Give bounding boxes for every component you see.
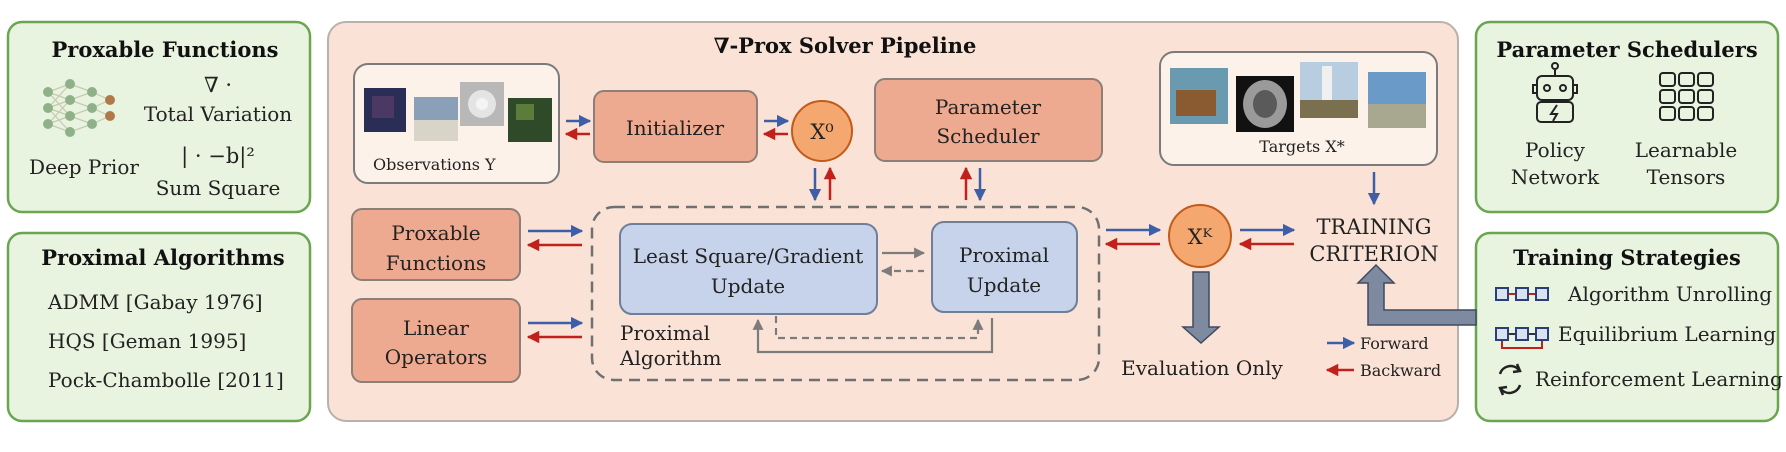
algorithm-item: HQS [Geman 1995] [48,329,246,353]
linear-label-line2: Operators [385,345,487,369]
least-square-box[interactable]: Least Square/Gradient Update [619,223,878,315]
training-criterion-line2: CRITERION [1309,242,1438,266]
xk-node: Xᴷ [1168,204,1232,268]
xk-label: Xᴷ [1188,225,1214,249]
training-criterion-line1: TRAINING [1316,215,1431,239]
pipeline-title: ∇-Prox Solver Pipeline [714,33,977,58]
proxable-label-line1: Proxable [391,221,480,245]
linear-operators-box[interactable]: Linear Operators [351,298,521,383]
observations-box: Observations Y [353,63,560,184]
initializer-box[interactable]: Initializer [593,90,758,163]
panel-training-strategies: Training Strategies Algorithm Unrolling … [1474,231,1783,423]
legend: Forward Backward [1325,334,1441,380]
tensors-icon [1659,72,1714,121]
algorithm-item: ADMM [Gabay 1976] [47,290,263,314]
x0-node: X⁰ [791,100,853,162]
observations-label: Observations Y [373,155,496,174]
evaluation-only-label: Evaluation Only [1121,356,1283,380]
least-square-label-line1: Least Square/Gradient [633,244,864,268]
robot-icon [1532,62,1578,123]
policy-label-line1: Policy [1525,138,1586,162]
training-item: Reinforcement Learning [1535,367,1783,391]
panel-title: Parameter Schedulers [1496,37,1757,62]
panel-proximal-algorithms: Proximal Algorithms ADMM [Gabay 1976] HQ… [6,231,312,423]
learnable-label-line1: Learnable [1635,138,1737,162]
legend-backward: Backward [1360,361,1441,380]
scheduler-label-line1: Parameter [935,95,1042,119]
refresh-icon [1498,363,1522,396]
training-item: Equilibrium Learning [1558,322,1776,346]
algorithm-item: Pock-Chambolle [2011] [48,368,284,392]
proximal-update-box[interactable]: Proximal Update [931,221,1078,313]
ss-symbol: | · −b|² [181,144,255,169]
equilibrium-icon [1495,327,1549,349]
training-item: Algorithm Unrolling [1567,282,1772,306]
panel-proxable-functions: Proxable Functions Deep Prior ∇ · Total … [6,20,312,214]
panel-title: Proxable Functions [52,37,279,62]
proximal-algorithm-frame [590,205,1101,382]
x0-label: X⁰ [810,120,833,144]
least-square-label-line2: Update [711,274,785,298]
arrows [526,114,1381,354]
proximal-algorithm-label-line2: Algorithm [619,346,722,370]
panel-parameter-schedulers: Parameter Schedulers Policy Network Lear… [1474,20,1780,214]
unrolling-icon [1495,287,1549,301]
targets-box: Targets X* [1159,51,1438,166]
proxable-label-line2: Functions [386,251,486,275]
scheduler-label-line2: Scheduler [936,124,1040,148]
panel-title: Training Strategies [1513,245,1741,270]
panel-pipeline: ∇-Prox Solver Pipeline Observations Y In… [327,21,1459,422]
neural-network-icon [43,79,115,137]
proxable-functions-box[interactable]: Proxable Functions [351,208,521,281]
panel-title: Proximal Algorithms [41,245,285,270]
policy-label-line2: Network [1511,165,1600,189]
learnable-label-line2: Tensors [1647,165,1726,189]
initializer-label: Initializer [626,116,725,140]
legend-forward: Forward [1360,334,1429,353]
tv-label: Total Variation [144,102,292,126]
parameter-scheduler-box[interactable]: Parameter Scheduler [874,78,1103,162]
deep-prior-label: Deep Prior [29,155,139,179]
proximal-algorithm-label-line1: Proximal [620,321,710,345]
ss-label: Sum Square [156,176,281,200]
tv-symbol: ∇ · [204,73,232,97]
proximal-update-line2: Update [967,273,1041,297]
linear-label-line1: Linear [403,316,469,340]
strategy-to-criterion-arrow [1356,263,1477,326]
proximal-update-line1: Proximal [959,243,1049,267]
targets-label: Targets X* [1259,137,1344,156]
